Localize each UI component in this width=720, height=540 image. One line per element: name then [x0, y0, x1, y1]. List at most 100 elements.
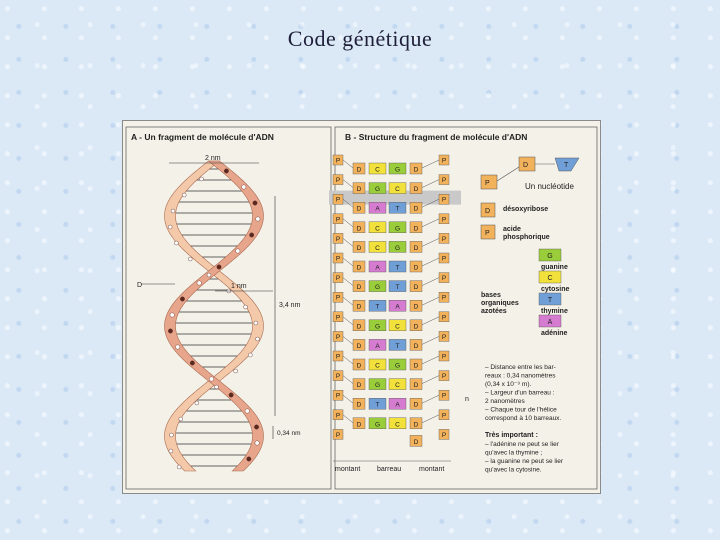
- ladder-bond: [342, 218, 354, 227]
- rise-label: 0,34 nm: [277, 430, 301, 437]
- legend-base-letter: G: [547, 253, 552, 260]
- dna-figure: A - Un fragment de molécule d'ADN B - St…: [122, 120, 601, 494]
- ladder-right-phosphate-letter: P: [442, 412, 446, 419]
- slide-title: Code génétique: [287, 26, 433, 51]
- ladder-right-desoxyribose: [409, 435, 423, 447]
- legend-base-name: adénine: [541, 330, 568, 337]
- helix-dot: [169, 312, 175, 318]
- ladder-right-desoxyribose: [409, 398, 423, 410]
- ladder-left-base-letter: A: [375, 343, 380, 350]
- helix-dot: [253, 320, 259, 326]
- legend-base-letter: C: [547, 275, 552, 282]
- ladder-left-base: [368, 299, 387, 312]
- helix-strand-front: [164, 160, 264, 472]
- legend-p-swatch: [480, 224, 496, 240]
- ladder-left-base: [368, 378, 387, 390]
- ladder-right-base: [388, 417, 407, 429]
- important-note-line: qu'avec la thymine ;: [485, 450, 542, 457]
- ladder-right-desoxyribose-letter: D: [414, 363, 419, 370]
- ladder-right-base: [388, 241, 407, 253]
- ladder-left-desoxyribose: [352, 241, 366, 253]
- ladder-left-base: [368, 398, 387, 410]
- ladder-right-desoxyribose-letter: D: [414, 421, 419, 428]
- legend-nucleotide-bond-1: [496, 166, 520, 182]
- ladder-right-base-letter: A: [395, 304, 400, 311]
- legend-notes: – Distance entre les bar-reaux : 0,34 na…: [485, 364, 561, 422]
- helix-dot: [228, 392, 234, 398]
- ladder-left-base: [368, 417, 387, 429]
- ladder-left-phosphate-letter: P: [336, 393, 340, 400]
- helix-dot: [189, 360, 195, 366]
- ladder-right-phosphate: [438, 311, 450, 323]
- ladder-left-desoxyribose-letter: D: [357, 323, 362, 330]
- ladder-bond: [342, 375, 354, 384]
- important-note-line: – l'adénine ne peut se lier: [485, 441, 560, 448]
- ladder-left-base: [368, 221, 387, 234]
- ladder-left-phosphate-letter: P: [336, 412, 340, 419]
- ladder-right-base-letter: G: [395, 225, 400, 232]
- ladder-bond: [342, 336, 354, 345]
- helix-dot: [168, 328, 173, 334]
- ladder-right-desoxyribose-letter: D: [414, 402, 419, 409]
- ladder-right-phosphate-letter: P: [442, 236, 446, 243]
- legend-acide-label-1: acide: [503, 226, 521, 233]
- ladder-right-desoxyribose: [409, 162, 423, 175]
- ladder-left-desoxyribose-letter: D: [357, 304, 362, 311]
- rung-label: 1 nm: [231, 283, 247, 290]
- ladder-left-desoxyribose: [352, 417, 366, 429]
- panel-b-title: B - Structure du fragment de molécule d'…: [345, 132, 527, 142]
- helix-dot: [254, 424, 259, 430]
- legend-nucleotide-t: [554, 157, 580, 172]
- ladder-left-base-letter: G: [375, 284, 380, 291]
- ladder-bond: [421, 159, 440, 169]
- helix-dot: [209, 376, 214, 382]
- ladder-left-base: [368, 260, 387, 273]
- legend-note-line: (0,34 x 10⁻⁹ m).: [485, 381, 532, 388]
- ladder-left-base: [368, 319, 387, 332]
- ladder-bond: [342, 297, 354, 306]
- helix-dot: [214, 384, 219, 390]
- helix-dot: [170, 208, 176, 214]
- ladder-right-desoxyribose: [409, 417, 423, 429]
- ladder-right-base-letter: C: [395, 323, 400, 330]
- ladder-bond: [421, 179, 440, 188]
- ladder-left-base-letter: A: [375, 265, 380, 272]
- helix-dot: [235, 248, 241, 254]
- ladder-left-base: [368, 241, 387, 253]
- ladder-bond: [342, 316, 354, 325]
- legend-base-name: cytosine: [541, 286, 570, 293]
- ladder-right-desoxyribose-letter: D: [414, 167, 419, 174]
- ladder-right-desoxyribose-letter: D: [414, 284, 419, 291]
- ladder-left-desoxyribose: [352, 162, 366, 175]
- important-notes: – l'adénine ne peut se lier qu'avec la th…: [485, 441, 564, 474]
- legend-base-letter: T: [548, 297, 553, 304]
- legend-base-swatch: [538, 270, 562, 284]
- ladder-left-phosphate-letter: P: [336, 216, 340, 223]
- ladder-left-phosphate-letter: P: [336, 236, 340, 243]
- n-label: n: [465, 396, 469, 403]
- ladder-right-desoxyribose-letter: D: [414, 382, 419, 389]
- helix-dot: [199, 176, 204, 182]
- ladder-left-phosphate-letter: P: [336, 314, 340, 321]
- legend-base-swatch: [538, 314, 562, 328]
- ladder-right-base-letter: G: [395, 167, 400, 174]
- ladder-right-desoxyribose: [409, 221, 423, 234]
- ladder-right-desoxyribose-letter: D: [414, 265, 419, 272]
- ladder-bond: [421, 277, 440, 286]
- helix-dot: [168, 448, 174, 454]
- helix-dot: [255, 336, 260, 342]
- ladder-right-phosphate-letter: P: [442, 373, 446, 380]
- pitch-label: 3,4 nm: [279, 302, 301, 309]
- ladder-bond: [342, 414, 354, 423]
- ladder-left-base-letter: G: [375, 382, 380, 389]
- ladder-right-desoxyribose: [409, 241, 423, 253]
- ladder-left-desoxyribose-letter: D: [357, 421, 362, 428]
- ladder-right-base: [388, 339, 407, 351]
- ladder-bond: [421, 296, 440, 306]
- ladder-right-desoxyribose: [409, 280, 423, 292]
- helix-dot: [246, 456, 252, 462]
- ladder-right-desoxyribose-letter: D: [414, 245, 419, 252]
- ladder-right-desoxyribose: [409, 319, 423, 332]
- ladder-bond: [342, 277, 354, 286]
- helix-strand-back: [164, 160, 264, 472]
